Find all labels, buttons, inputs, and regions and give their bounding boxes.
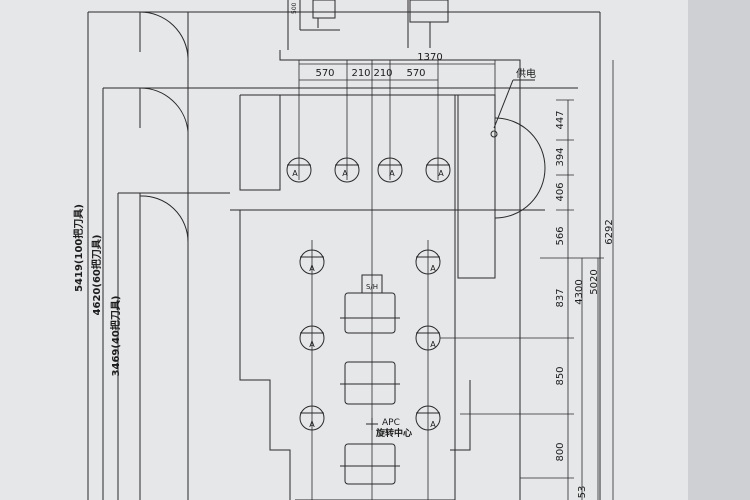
anchor-circle — [377, 157, 403, 183]
tool-capacity-60: 4620(60把刀具) — [90, 235, 103, 316]
anchor-label: A — [309, 340, 315, 349]
dim-overall-5020: 5020 — [589, 269, 600, 294]
dim-right-406: 406 — [555, 182, 566, 201]
anchor-circle — [286, 157, 312, 183]
paper-edge-shadow — [688, 0, 750, 500]
tool-capacity-100: 5419(100把刀具) — [72, 204, 85, 292]
anchor-label: A — [292, 169, 298, 178]
top-dimension-lines — [299, 63, 495, 81]
apc-center-label: 旋转中心 — [375, 427, 412, 439]
anchor-label: A — [389, 169, 395, 178]
dim-top-1: 570 — [315, 68, 334, 79]
dim-right-53: 53 — [577, 486, 588, 499]
apc-center-marker — [366, 418, 378, 430]
anchor-circle — [299, 325, 325, 351]
power-supply-label: 供电 — [516, 67, 536, 80]
dim-right-566: 566 — [555, 226, 566, 245]
anchor-circle — [415, 249, 441, 275]
anchor-label: A — [430, 340, 436, 349]
outer-walls — [87, 11, 601, 500]
dim-top-overall: 1370 — [417, 52, 442, 63]
anchor-label: A — [430, 264, 436, 273]
dim-top-4: 570 — [406, 68, 425, 79]
dim-right-447: 447 — [555, 110, 566, 129]
right-dimension-lines — [440, 60, 614, 500]
spindle-label: S/H — [366, 283, 378, 291]
door-swings — [139, 11, 189, 243]
anchor-circle — [415, 325, 441, 351]
dim-right-850: 850 — [555, 366, 566, 385]
machine-top-outline — [287, 0, 449, 50]
anchor-label: A — [438, 169, 444, 178]
anchor-circle — [415, 405, 441, 431]
paper-sheet — [0, 0, 690, 500]
apc-label: APC — [382, 418, 400, 428]
anchor-label: A — [342, 169, 348, 178]
dim-right-394: 394 — [555, 147, 566, 166]
anchor-circle — [334, 157, 360, 183]
anchor-circle — [299, 405, 325, 431]
anchor-label: A — [309, 420, 315, 429]
dim-small: 500 — [291, 2, 298, 14]
dim-top-3: 210 — [373, 68, 392, 79]
dim-right-837: 837 — [555, 288, 566, 307]
dim-right-800: 800 — [555, 442, 566, 461]
tool-capacity-40: 3469(40把刀具) — [109, 296, 122, 377]
machine-body — [230, 50, 546, 500]
dim-overall-4300: 4300 — [574, 279, 585, 304]
dim-top-2: 210 — [351, 68, 370, 79]
anchor-circle — [425, 157, 451, 183]
dim-overall-6292: 6292 — [604, 219, 615, 244]
anchor-label: A — [309, 264, 315, 273]
anchor-label: A — [430, 420, 436, 429]
anchor-circle — [299, 249, 325, 275]
power-supply-leader — [490, 79, 535, 138]
anchor-circles — [286, 157, 451, 431]
